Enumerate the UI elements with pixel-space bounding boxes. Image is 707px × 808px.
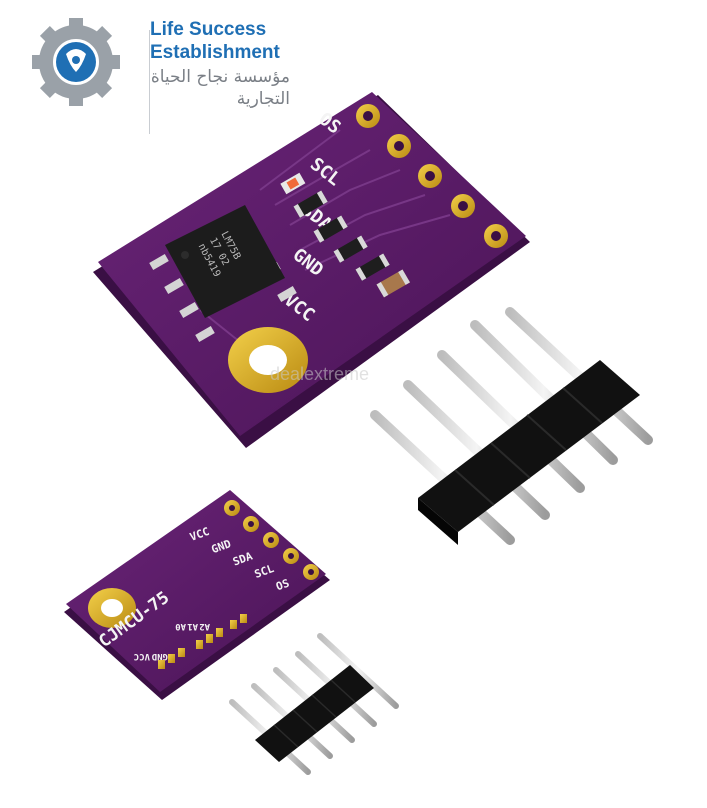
logo-name: Life Success Establishment (150, 18, 280, 64)
large-mounting-hole-center (249, 345, 287, 375)
small-sensor-board: VCC GND SDA SCL OS CJMCU-75 A2 A1 A0 GND… (64, 490, 330, 700)
gear-logo-icon (32, 18, 120, 106)
addr-label-a2: A2 (199, 621, 210, 631)
large-sensor-board: OS SCL SDA GND VCC (93, 92, 530, 448)
logo-divider (149, 30, 150, 134)
logo-name-line2: Establishment (150, 42, 280, 63)
large-pin-pads (356, 104, 508, 248)
resistor-2 (313, 215, 348, 243)
small-label-vcc: VCC (188, 525, 211, 544)
chip-pin1-dot (181, 251, 189, 259)
small-mounting-hole-center (101, 599, 123, 617)
logo-arabic: مؤسسة نجاح الحياة التجارية (150, 66, 290, 110)
logo-arabic-line2: التجارية (236, 89, 290, 109)
small-header-plastic (255, 665, 374, 762)
resistor-3 (333, 235, 368, 263)
brand-logo (14, 14, 304, 134)
small-board-surface (66, 490, 326, 692)
watermark-text: dealextreme (270, 364, 369, 384)
addr-label-a1: A1 (187, 621, 198, 631)
address-jumper-pads (158, 614, 247, 669)
addr-label-gnd: GND (151, 651, 168, 661)
addr-label-a0: A0 (175, 621, 186, 631)
addr-label-vcc: VCC (134, 651, 150, 661)
large-board-traces (199, 129, 451, 361)
large-smd-components (280, 172, 410, 298)
logo-name-line1: Life Success (150, 19, 267, 40)
resistor-1 (293, 190, 328, 218)
small-label-os: OS (274, 577, 291, 594)
large-header-plastic (418, 360, 640, 532)
small-header-pins (229, 633, 399, 775)
lm75-chip (165, 205, 285, 318)
small-pin-pads (224, 500, 319, 580)
resistor-4 (355, 253, 390, 281)
logo-arabic-line1: مؤسسة نجاح الحياة (150, 67, 290, 87)
large-header-pins (370, 307, 653, 545)
